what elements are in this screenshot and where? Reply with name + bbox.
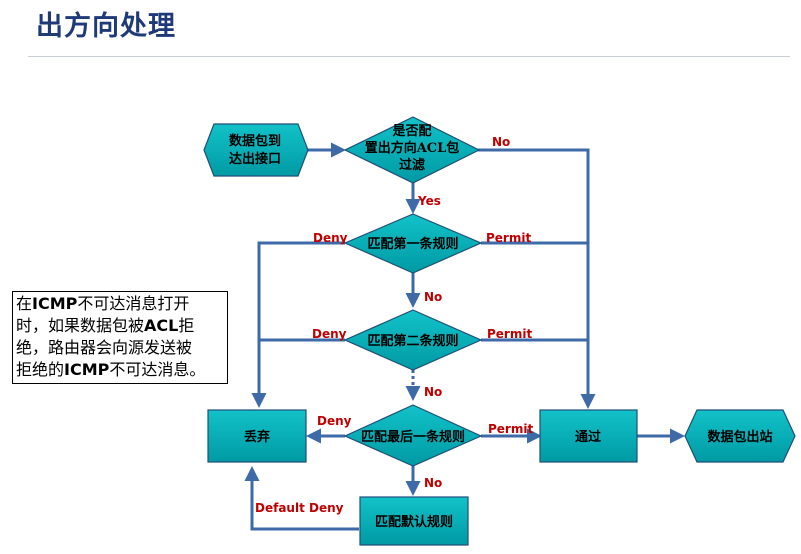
acl-decision-node	[343, 116, 481, 184]
note-text: 不可达消息。	[109, 360, 206, 379]
pass-label: 通过	[575, 429, 601, 445]
note-text-bold: ICMP	[64, 360, 110, 379]
icmp-note: 在ICMP不可达消息打开 时，如果数据包被ACL拒 绝，路由器会向源发送被 拒绝…	[12, 291, 228, 384]
edge-label-deny-last: Deny	[317, 414, 352, 428]
acl-label-line1: 是否配	[391, 124, 431, 139]
discard-label: 丢弃	[244, 429, 270, 445]
edge-acl-no	[478, 148, 596, 409]
note-text: 拒	[178, 316, 195, 335]
note-text: 在	[16, 294, 33, 313]
edge-label-permit1: Permit	[486, 231, 531, 245]
edge-label-no2: No	[424, 385, 442, 399]
pass-node	[539, 409, 638, 463]
edge-label-no1: No	[424, 290, 442, 304]
rule1-decision-node	[343, 213, 483, 274]
note-text: 绝，路由器会向源发送被	[16, 338, 193, 357]
start-label-line2: 达出接口	[229, 151, 281, 167]
edge-label-permit2: Permit	[487, 327, 532, 341]
discard-node	[207, 409, 307, 463]
acl-label-line2: 置出方向ACL包	[365, 140, 460, 156]
exit-node	[684, 409, 796, 463]
edge-label-default-deny: Default Deny	[255, 501, 344, 515]
start-label-line1: 数据包到	[229, 133, 281, 149]
rule-last-label: 匹配最后一条规则	[361, 429, 465, 445]
default-rule-label: 匹配默认规则	[375, 514, 453, 530]
rule2-label: 匹配第二条规则	[367, 333, 458, 349]
title-divider	[28, 56, 790, 57]
acl-label-line3: 过滤	[399, 157, 425, 173]
default-rule-node	[359, 496, 469, 546]
start-node	[203, 123, 309, 177]
exit-label: 数据包出站	[707, 429, 772, 445]
edge-label-deny1: Deny	[313, 231, 348, 245]
rule-last-decision-node	[343, 404, 483, 467]
edge-label-deny2: Deny	[312, 327, 347, 341]
page-title: 出方向处理	[36, 11, 176, 42]
note-text-bold: ICMP	[32, 294, 78, 313]
note-text: 不可达消息打开	[77, 294, 190, 313]
icmp-note-line: 拒绝的ICMP不可达消息。	[16, 359, 225, 381]
edge-label-no-last: No	[424, 476, 442, 490]
icmp-note-line: 绝，路由器会向源发送被	[16, 337, 225, 359]
rule2-decision-node	[343, 309, 483, 371]
note-text: 拒绝的	[16, 360, 65, 379]
start-label: 数据包到达出接口	[229, 133, 281, 167]
edge-label-yes: Yes	[417, 194, 441, 208]
icmp-note-line: 在ICMP不可达消息打开	[16, 293, 225, 315]
edge-rule1-deny	[251, 241, 345, 408]
edge-label-permit-last: Permit	[488, 422, 533, 436]
edge-label-no-top: No	[492, 135, 510, 149]
rule1-label: 匹配第一条规则	[367, 236, 458, 252]
icmp-note-line: 时，如果数据包被ACL拒	[16, 315, 225, 337]
note-text-bold: ACL	[144, 316, 179, 335]
edge-default-deny	[244, 466, 359, 531]
note-text: 时，如果数据包被	[16, 316, 145, 335]
acl-decision-label: 是否配置出方向ACL包过滤	[365, 124, 460, 173]
